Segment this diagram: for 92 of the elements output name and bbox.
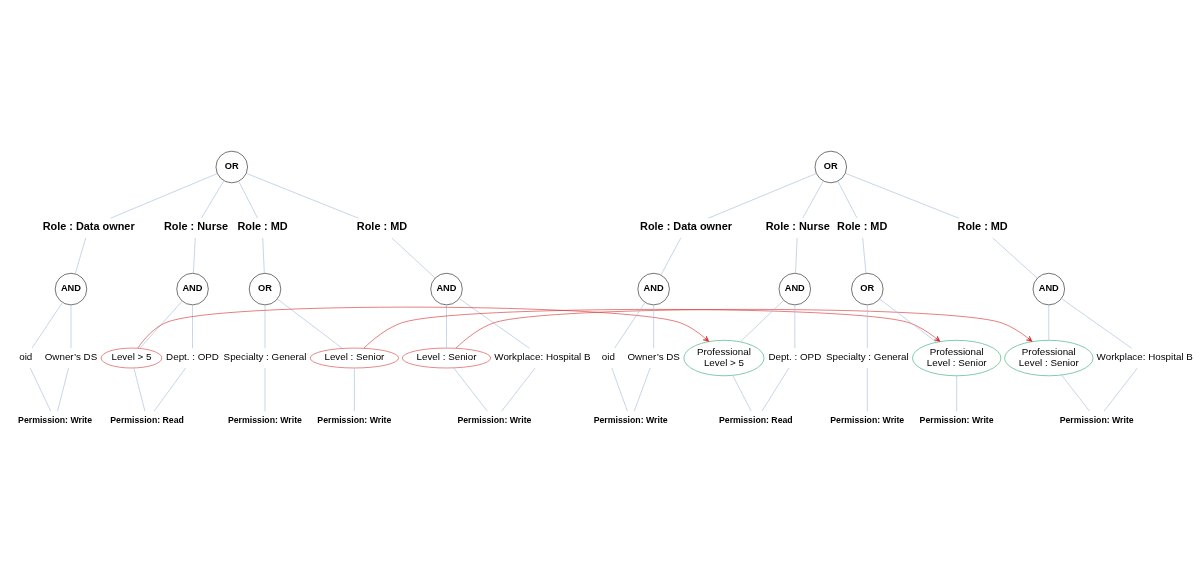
connector xyxy=(845,172,959,218)
connector xyxy=(31,301,63,348)
node-text: Permission: Write xyxy=(227,414,302,425)
node-text: Specialty : General xyxy=(223,350,307,362)
connector xyxy=(201,179,225,218)
connector xyxy=(133,367,146,411)
connector xyxy=(354,367,355,411)
connector xyxy=(1061,297,1132,349)
node-text: Specialty : General xyxy=(825,350,909,362)
node-text: oid xyxy=(601,350,615,362)
connector xyxy=(794,304,796,348)
connector xyxy=(795,237,798,273)
node-ellipse: Professional Level > 5 xyxy=(683,339,765,376)
connector xyxy=(740,299,784,342)
node-text: Permission: Write xyxy=(593,414,668,425)
node-circle: OR xyxy=(248,272,282,305)
connector xyxy=(192,304,193,348)
arrow xyxy=(363,308,941,348)
node-text: Permission: Write xyxy=(919,414,994,425)
node-text: Role : MD xyxy=(237,219,288,232)
node-text: Permission: Write xyxy=(1059,414,1134,425)
connector xyxy=(992,237,1038,278)
node-ellipse: Level > 5 xyxy=(100,347,163,368)
node-text: oid xyxy=(19,350,33,362)
node-text: Role : MD xyxy=(957,219,1008,232)
node-text: Workplace: Hospital B xyxy=(494,350,591,362)
connector xyxy=(153,367,186,411)
node-text: Permission: Read xyxy=(110,414,184,425)
connector xyxy=(633,367,651,411)
connector xyxy=(139,300,183,349)
node-text: Owner’s DS xyxy=(627,350,680,362)
connector xyxy=(446,304,447,348)
node-text: Permission: Write xyxy=(457,414,532,425)
connector xyxy=(246,172,359,218)
node-text: Role : Nurse xyxy=(765,219,830,232)
node-text: Role : Data owner xyxy=(640,219,732,232)
connector xyxy=(57,367,69,411)
connector xyxy=(29,367,52,411)
node-circle: AND xyxy=(54,272,88,305)
connector xyxy=(110,172,218,218)
node-ellipse: Level : Senior xyxy=(309,347,400,368)
connector xyxy=(956,375,957,411)
connector xyxy=(458,297,530,349)
connector xyxy=(614,301,646,348)
connector xyxy=(837,180,858,218)
connector xyxy=(277,298,343,349)
arrow xyxy=(137,306,710,348)
connector xyxy=(732,374,752,411)
connector xyxy=(867,304,868,348)
connector xyxy=(660,237,682,275)
node-text: Role : Nurse xyxy=(163,219,229,232)
node-circle: OR xyxy=(215,150,248,183)
connector xyxy=(453,367,488,411)
node-circle: AND xyxy=(778,272,811,305)
node-text: Dept. : OPD xyxy=(166,350,219,362)
node-ellipse: Level : Senior xyxy=(401,347,492,368)
node-circle: AND xyxy=(430,272,463,305)
connector xyxy=(75,237,86,274)
connector xyxy=(1061,374,1090,411)
node-ellipse: Professional Level : Senior xyxy=(1004,339,1094,376)
connector xyxy=(653,304,654,348)
node-circle: OR xyxy=(814,150,847,183)
connector xyxy=(862,237,867,273)
connector xyxy=(193,237,196,273)
node-circle: AND xyxy=(176,272,209,305)
connector xyxy=(262,237,265,273)
node-text: Dept. : OPD xyxy=(768,350,822,362)
node-text: Role : MD xyxy=(356,219,408,232)
connector xyxy=(802,180,824,218)
connector xyxy=(708,172,817,218)
connector xyxy=(611,367,628,411)
connector xyxy=(501,367,536,411)
connector xyxy=(761,367,790,411)
node-circle: AND xyxy=(1032,272,1065,305)
node-text: Permission: Write xyxy=(317,414,392,425)
connector xyxy=(1048,304,1050,341)
connector xyxy=(867,367,868,411)
node-text: Permission: Write xyxy=(830,414,905,425)
connector xyxy=(1103,367,1138,411)
node-text: Owner’s DS xyxy=(44,350,98,362)
node-circle: OR xyxy=(851,272,884,305)
connector xyxy=(879,298,937,342)
connector xyxy=(238,180,258,218)
node-text: Permission: Write xyxy=(18,414,93,425)
connector xyxy=(391,237,436,278)
node-circle: AND xyxy=(637,272,670,305)
node-ellipse: Professional Level : Senior xyxy=(912,339,1002,376)
node-text: Permission: Read xyxy=(719,414,793,425)
node-text: Role : Data owner xyxy=(42,219,135,232)
node-text: Role : MD xyxy=(837,219,888,232)
arrow xyxy=(455,308,1033,348)
node-text: Workplace: Hospital B xyxy=(1096,350,1193,362)
